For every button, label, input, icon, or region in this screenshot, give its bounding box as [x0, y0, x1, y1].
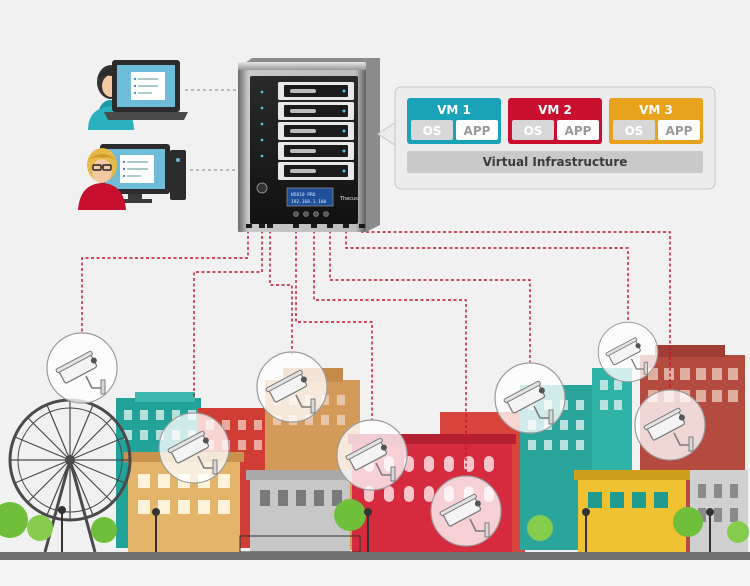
- client-connections: [185, 89, 237, 171]
- vm-app-chip: APP: [666, 124, 693, 138]
- virtualization-panel: VM 1 OS APP VM 2 OS APP VM 3 OS APP Virt…: [377, 86, 716, 190]
- nas-lcd-line1: N5810 PRO: [291, 192, 316, 198]
- ip-camera-icon[interactable]: [494, 362, 566, 434]
- nas-lcd: [286, 187, 334, 207]
- virtual-infrastructure-label: Virtual Infrastructure: [483, 155, 628, 169]
- vm-os-chip: OS: [524, 124, 543, 138]
- ferris-wheel-icon: [8, 398, 132, 553]
- vm-title: VM 2: [538, 103, 572, 117]
- nas-server-icon[interactable]: N5810 PRO 192.168.1.100 Thecus: [238, 58, 380, 232]
- laptop-icon[interactable]: [104, 60, 188, 120]
- street-lamp-icon: [58, 506, 714, 552]
- drive-bays: [278, 82, 354, 180]
- virtual-infrastructure-bar: [407, 151, 703, 173]
- ip-camera-icon[interactable]: [430, 475, 502, 547]
- vm-title: VM 3: [639, 103, 673, 117]
- ip-camera-icon[interactable]: [634, 389, 706, 461]
- nas-lcd-line2: 192.168.1.100: [291, 199, 327, 205]
- ip-camera-icon[interactable]: [256, 351, 328, 423]
- ip-camera-icon[interactable]: [158, 412, 230, 484]
- vm-card-1[interactable]: VM 1 OS APP: [407, 98, 501, 144]
- sidewalk: [0, 560, 750, 586]
- ground: [0, 552, 750, 560]
- vm-app-chip: APP: [464, 124, 491, 138]
- camera-links: [81, 225, 671, 481]
- vm-card-2[interactable]: VM 2 OS APP: [508, 98, 602, 144]
- ip-camera-icon[interactable]: [336, 419, 408, 491]
- user-glasses-icon: [78, 148, 126, 210]
- tree-icon: [0, 499, 749, 543]
- ip-camera-icon[interactable]: [597, 321, 659, 383]
- vm-os-chip: OS: [625, 124, 644, 138]
- nas-brand: Thecus: [339, 196, 358, 202]
- desktop-computer-icon[interactable]: [100, 144, 186, 203]
- vm-app-chip: APP: [565, 124, 592, 138]
- vm-title: VM 1: [437, 103, 471, 117]
- vm-os-chip: OS: [423, 124, 442, 138]
- vm-card-3[interactable]: VM 3 OS APP: [609, 98, 703, 144]
- ip-camera-icon[interactable]: [46, 332, 118, 404]
